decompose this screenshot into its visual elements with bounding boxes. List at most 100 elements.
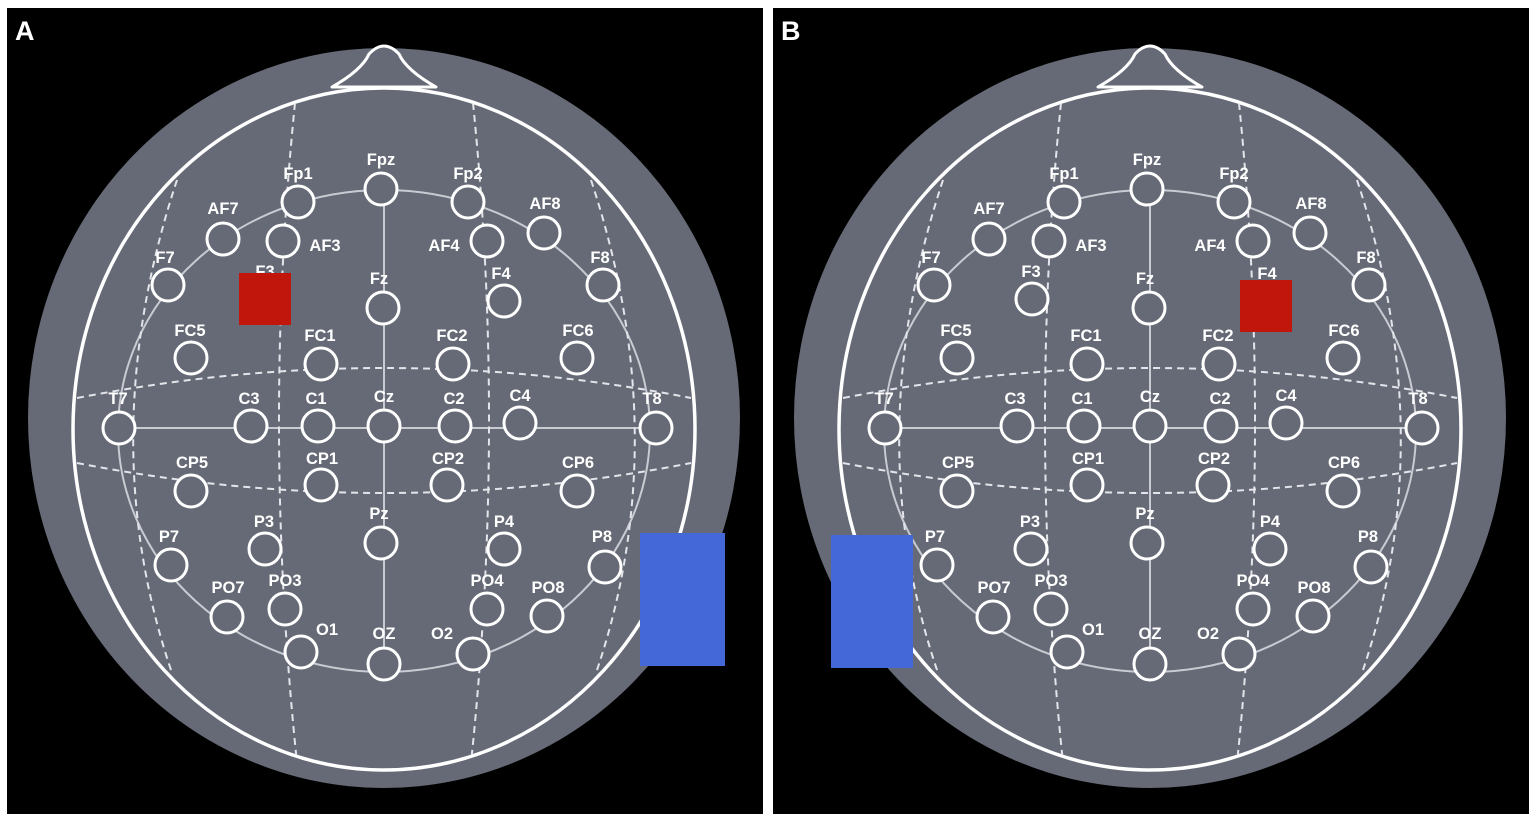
- electrode-label: FC5: [940, 322, 971, 340]
- electrode-label: CP6: [1328, 454, 1360, 472]
- electrode-o1: [283, 634, 319, 670]
- electrode-label: Fpz: [1133, 151, 1161, 169]
- electrode-f7: [916, 267, 952, 303]
- panel-letter: B: [781, 16, 801, 46]
- electrode-label: FC5: [174, 322, 205, 340]
- dashed-arc: [842, 367, 1458, 399]
- dashed-arc: [1356, 179, 1402, 674]
- electrode-label: C2: [443, 390, 464, 408]
- electrode-label: FC6: [1328, 322, 1359, 340]
- electrode-label: P8: [592, 528, 612, 546]
- electrode-label: AF3: [1075, 237, 1106, 255]
- electrode-fc6: [1325, 340, 1361, 376]
- electrode-fc1: [303, 346, 339, 382]
- electrode-c2: [1203, 408, 1239, 444]
- electrode-cp5: [173, 473, 209, 509]
- electrode-cp1: [303, 467, 339, 503]
- red-marker: [1240, 280, 1292, 332]
- dashed-arc: [278, 102, 298, 764]
- electrode-label: AF8: [1295, 195, 1326, 213]
- electrode-label: AF7: [207, 200, 238, 218]
- electrode-cp6: [559, 473, 595, 509]
- panel-letter: A: [15, 16, 35, 46]
- electrode-label: C3: [238, 390, 259, 408]
- electrode-label: Fp2: [453, 165, 482, 183]
- electrode-fz: [365, 290, 401, 326]
- electrode-label: PO8: [531, 579, 564, 597]
- electrode-cp2: [1195, 467, 1231, 503]
- electrode-label: T8: [642, 390, 661, 408]
- electrode-cp6: [1325, 473, 1361, 509]
- electrode-o1: [1049, 634, 1085, 670]
- dashed-arc: [842, 462, 1458, 494]
- electrode-pz: [1129, 525, 1165, 561]
- electrode-label: O2: [1197, 625, 1219, 643]
- electrode-label: CP1: [1072, 450, 1104, 468]
- electrode-po4: [1235, 591, 1271, 627]
- electrode-label: P4: [494, 513, 515, 531]
- electrode-label: C2: [1209, 390, 1230, 408]
- electrode-po8: [1295, 598, 1331, 634]
- electrode-c2: [437, 408, 473, 444]
- electrode-po7: [975, 599, 1011, 635]
- electrode-label: P3: [1020, 513, 1040, 531]
- electrode-af4: [1235, 223, 1271, 259]
- electrode-fc5: [173, 340, 209, 376]
- electrode-fc2: [435, 346, 471, 382]
- electrode-af3: [1031, 223, 1067, 259]
- electrode-oz: [1132, 646, 1168, 682]
- electrode-af8: [1292, 215, 1328, 251]
- electrode-po8: [529, 598, 565, 634]
- electrode-t8: [1404, 410, 1440, 446]
- electrode-fpz: [1129, 171, 1165, 207]
- electrode-label: FC6: [562, 322, 593, 340]
- electrode-af4: [469, 223, 505, 259]
- electrode-label: FC1: [304, 327, 335, 345]
- blue-marker: [831, 535, 913, 668]
- electrode-p4: [1252, 531, 1288, 567]
- electrode-label: CP2: [432, 450, 464, 468]
- electrode-fp2: [450, 184, 486, 220]
- electrode-fp1: [1046, 184, 1082, 220]
- electrode-label: Pz: [1135, 505, 1154, 523]
- electrode-label: F7: [921, 249, 940, 267]
- electrode-label: AF7: [973, 200, 1004, 218]
- electrode-af8: [526, 215, 562, 251]
- electrode-label: P4: [1260, 513, 1281, 531]
- electrode-label: PO7: [977, 579, 1010, 597]
- electrode-cz: [1132, 408, 1168, 444]
- electrode-cz: [366, 408, 402, 444]
- electrode-f8: [1351, 267, 1387, 303]
- electrode-label: AF8: [529, 195, 560, 213]
- electrode-label: PO4: [470, 572, 504, 590]
- electrode-label: C4: [509, 387, 531, 405]
- electrode-c3: [999, 408, 1035, 444]
- electrode-label: Fp2: [1219, 165, 1248, 183]
- electrode-label: FC2: [436, 327, 467, 345]
- electrode-c1: [300, 408, 336, 444]
- electrode-f4: [486, 283, 522, 319]
- electrode-label: O1: [1082, 621, 1104, 639]
- dashed-arc: [76, 367, 692, 399]
- electrode-label: T8: [1408, 390, 1427, 408]
- electrode-label: OZ: [373, 625, 396, 643]
- electrode-label: OZ: [1139, 625, 1162, 643]
- electrode-f3: [1014, 281, 1050, 317]
- electrode-fc1: [1069, 346, 1105, 382]
- electrode-label: P8: [1358, 528, 1378, 546]
- electrode-p7: [919, 547, 955, 583]
- electrode-label: Fz: [1136, 270, 1154, 288]
- nose: [1096, 44, 1204, 89]
- electrode-c4: [1268, 405, 1304, 441]
- electrode-t7: [867, 410, 903, 446]
- dashed-arc: [1044, 102, 1064, 764]
- dashed-arc: [76, 462, 692, 494]
- electrode-label: T7: [108, 390, 127, 408]
- electrode-label: C1: [1071, 390, 1092, 408]
- electrode-label: C1: [305, 390, 326, 408]
- electrode-label: P7: [925, 528, 945, 546]
- electrode-label: CP5: [942, 454, 974, 472]
- red-marker: [239, 273, 291, 325]
